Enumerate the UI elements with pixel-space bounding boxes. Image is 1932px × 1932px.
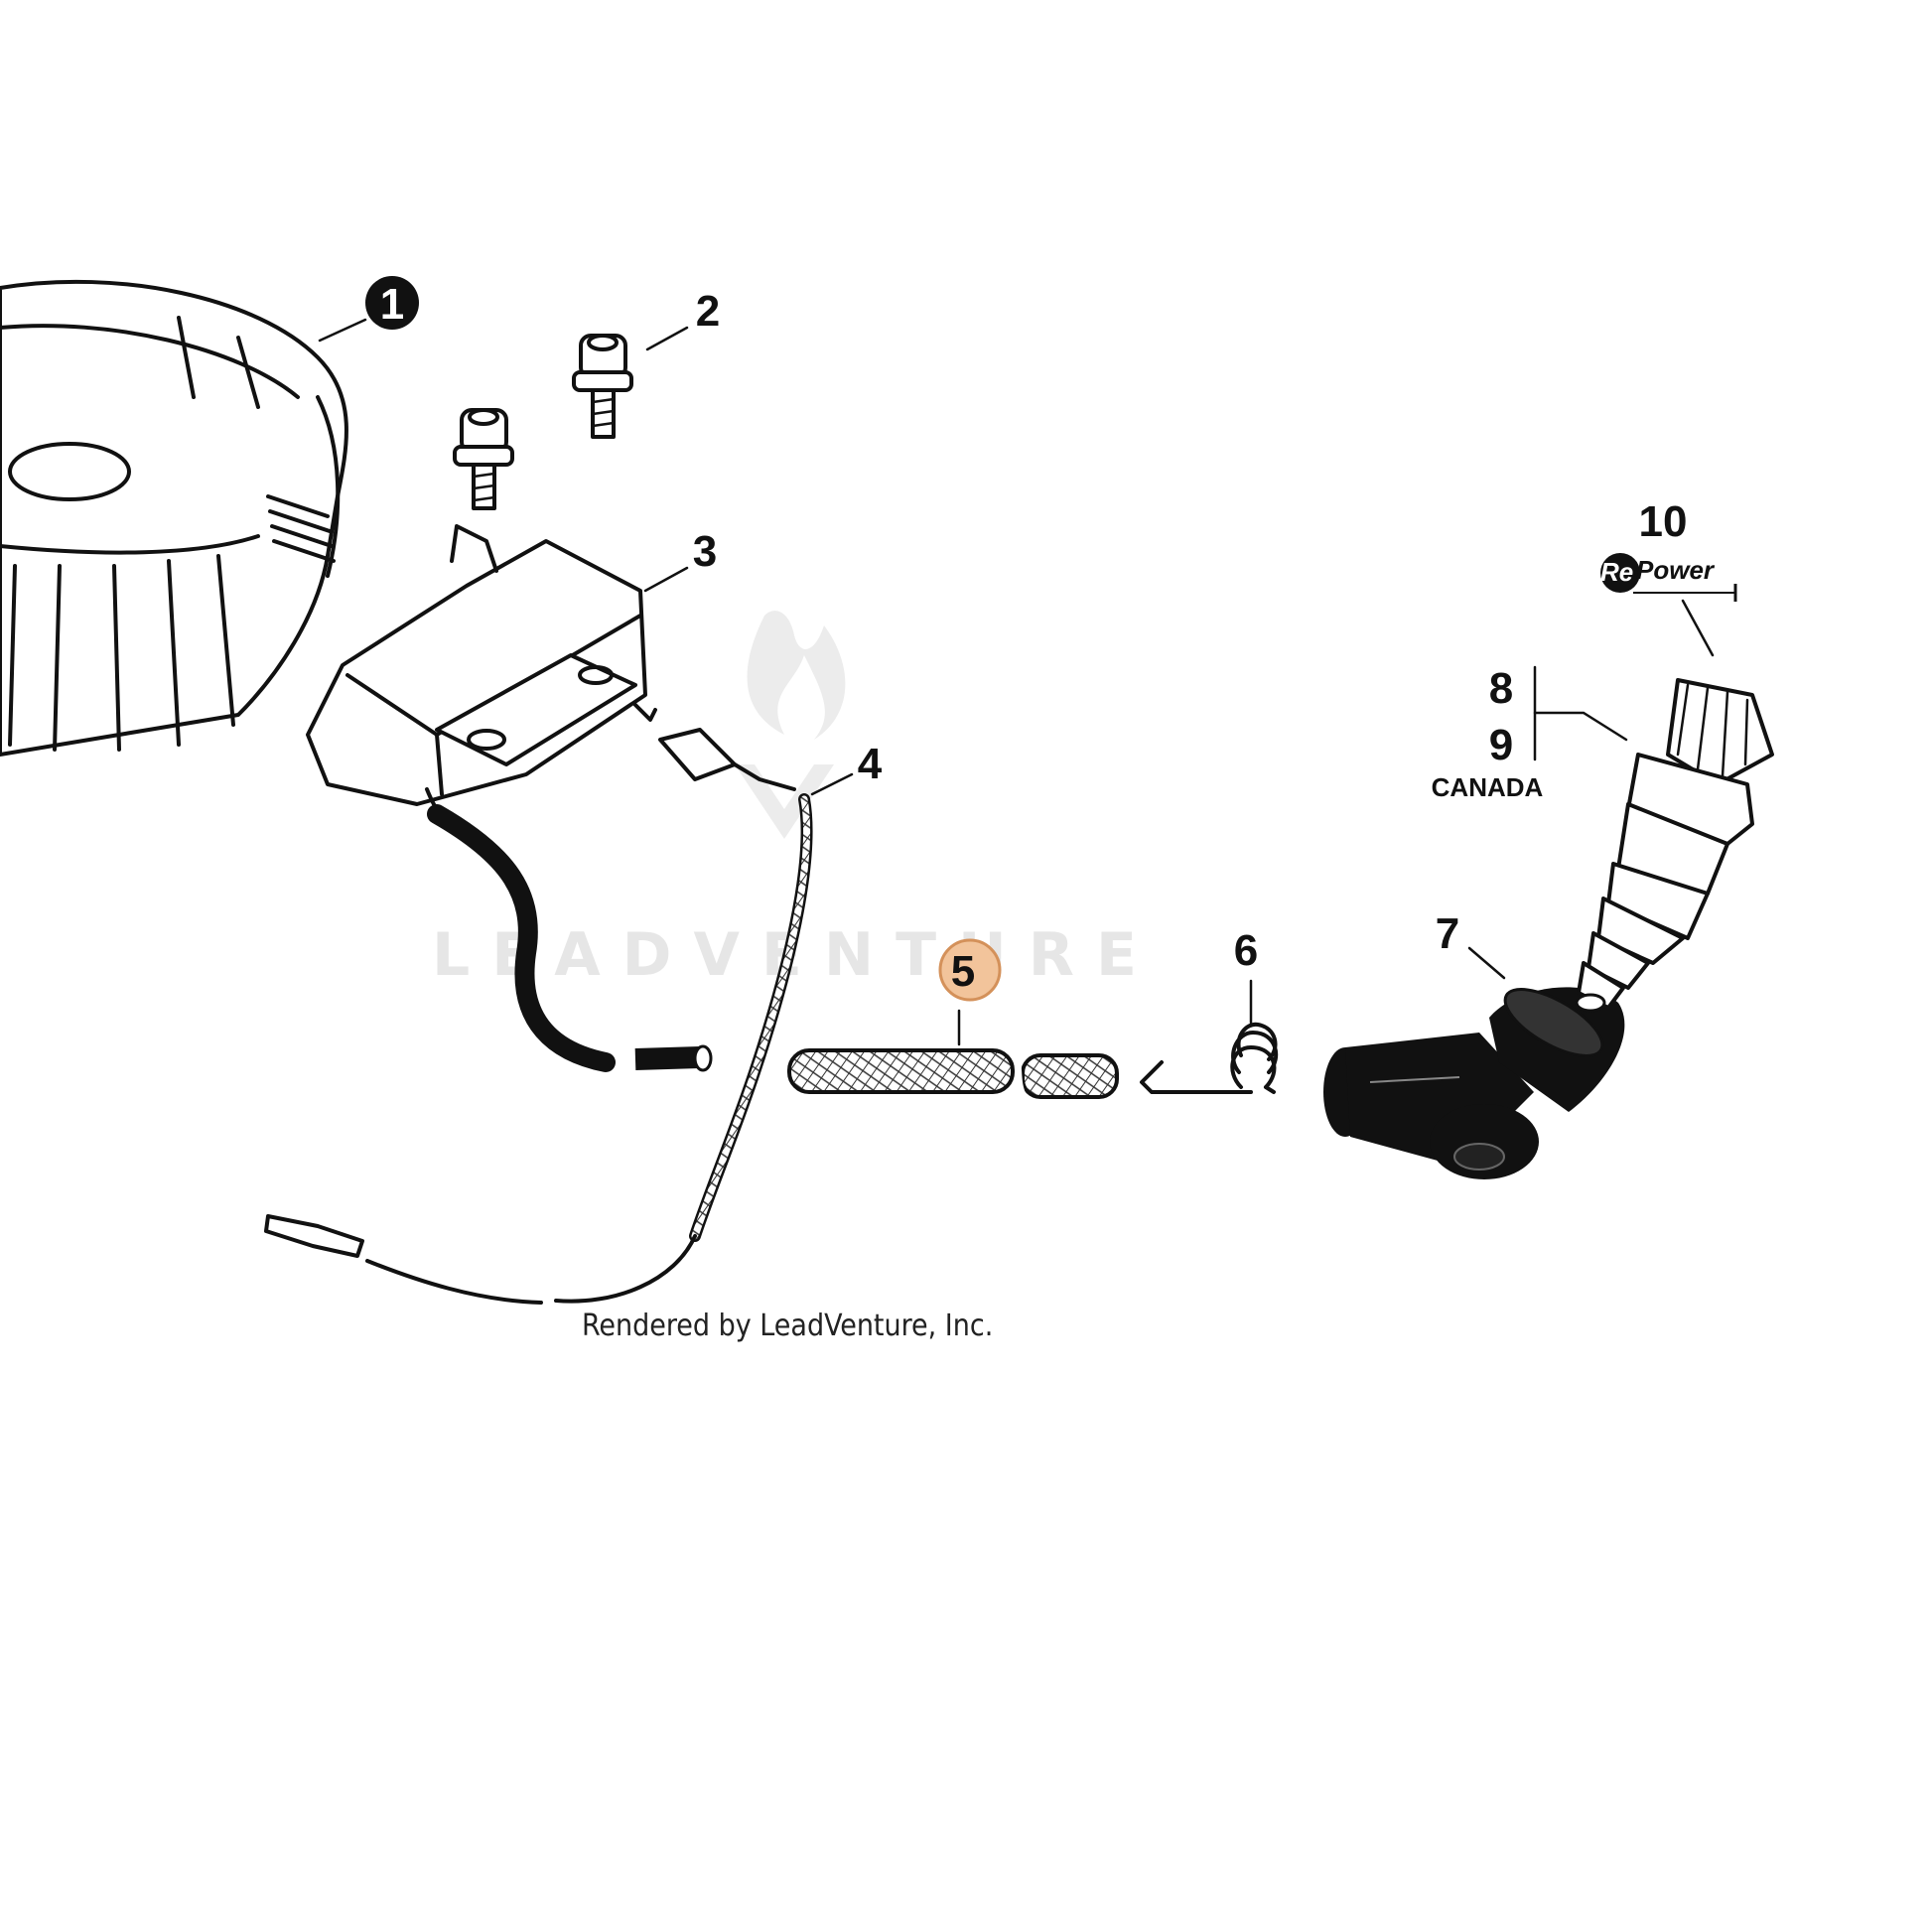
coil-ht-lead: [427, 804, 616, 1072]
callout-8: 8: [1489, 664, 1513, 713]
callout-4: 4: [858, 740, 883, 788]
callout-1: 1: [365, 276, 419, 330]
ignition-coil: [306, 524, 657, 831]
leader-3: [643, 566, 689, 593]
callout-10: 10: [1639, 497, 1688, 546]
screw-a: [572, 334, 633, 439]
screw-b: [453, 408, 514, 510]
callout-6: 6: [1234, 926, 1258, 975]
callout-9: 9: [1489, 721, 1513, 769]
spark-plug-boot: [1323, 987, 1625, 1179]
callout-5-highlighted[interactable]: 5: [938, 938, 1002, 1002]
canada-label: CANADA: [1432, 772, 1544, 802]
callout-1-label: 1: [380, 280, 404, 329]
leader-7: [1467, 946, 1506, 980]
coil-ht-lead-end: [634, 1046, 701, 1070]
braided-sleeve: [787, 1044, 1119, 1099]
leader-10: [1681, 599, 1715, 657]
spark-plug: [1575, 678, 1774, 1013]
callout-1-badge: [365, 276, 419, 330]
repower-logo-power: Power: [1636, 555, 1716, 585]
spring-clip: [1140, 1022, 1279, 1094]
repower-logo-mark: Re: [1600, 557, 1633, 587]
callout-5-badge[interactable]: [938, 938, 1002, 1002]
leader-1: [318, 318, 367, 343]
callout-7: 7: [1436, 909, 1459, 958]
callout-5-label[interactable]: 5: [951, 947, 975, 996]
callout-3: 3: [693, 527, 717, 576]
leader-2: [645, 326, 689, 351]
repower-logo: Re Power: [1600, 553, 1737, 602]
repower-logo-badge: [1600, 553, 1640, 593]
flywheel: [0, 279, 348, 757]
callout-2: 2: [696, 287, 720, 336]
leader-8-9: [1533, 711, 1628, 742]
render-credit: Rendered by LeadVenture, Inc.: [582, 1309, 993, 1343]
leader-4: [810, 772, 854, 796]
ground-wire: [264, 728, 813, 1305]
